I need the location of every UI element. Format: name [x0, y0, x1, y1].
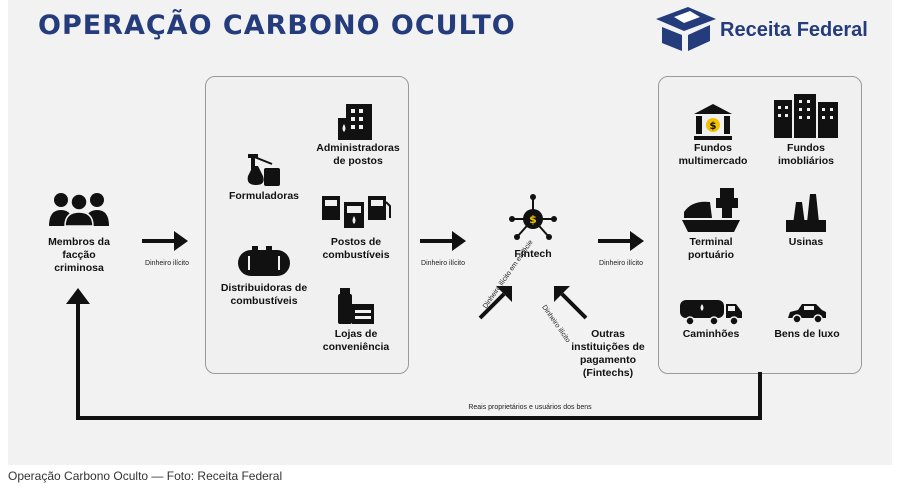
- receita-logo-mark-icon: [656, 7, 716, 51]
- bens-label: Bens de luxo: [774, 328, 840, 340]
- office-building-icon: [338, 104, 372, 140]
- svg-text:$: $: [529, 213, 537, 226]
- svg-text:$: $: [710, 121, 717, 132]
- logo-text: Receita Federal: [720, 19, 868, 41]
- return-arrowhead: [66, 288, 90, 304]
- convenience-store-icon: [338, 288, 374, 324]
- fintech-label: Fintech: [514, 248, 552, 260]
- arrow-outras-to-fintech: [560, 292, 588, 320]
- flow-label-1: Dinheiro ilícito: [145, 260, 189, 267]
- postos-label: Postos de combustíveis: [322, 236, 390, 261]
- bank-icon: $: [694, 104, 732, 140]
- luxury-car-icon: [788, 304, 826, 324]
- administradoras-label: Administradoras de postos: [316, 142, 400, 167]
- outras-label: Outras instituições de pagamento (Fintec…: [571, 328, 645, 379]
- fuel-tank-icon: [238, 246, 290, 276]
- arrow-especie-to-fintech: [478, 292, 506, 320]
- usinas-label: Usinas: [788, 236, 824, 248]
- image-caption: Operação Carbono Oculto — Foto: Receita …: [8, 469, 283, 483]
- caminhoes-label: Caminhões: [682, 328, 740, 340]
- formuladoras-label: Formuladoras: [228, 190, 299, 202]
- receita-federal-logo: Receita Federal: [648, 5, 878, 53]
- members-label: Membros da facção criminosa: [48, 236, 110, 274]
- return-path-label: Reais proprietários e usuários dos bens: [468, 404, 592, 411]
- lojas-label: Lojas de conveniência: [322, 328, 390, 353]
- people-group-icon: [49, 193, 109, 227]
- fundos-imob-label: Fundos imobliários: [777, 142, 834, 167]
- city-buildings-icon: [774, 94, 838, 138]
- flow-label-3: Dinheiro ilícito: [599, 260, 643, 267]
- flow-label-2: Dinheiro ilícito: [421, 260, 465, 267]
- return-path-line: [76, 300, 762, 420]
- lab-flask-icon: [247, 154, 280, 186]
- fintech-network-icon: $: [509, 194, 557, 240]
- distribuidoras-label: Distribuidoras de combustíveis: [220, 282, 308, 307]
- tanker-truck-icon: [680, 300, 742, 326]
- fundos-multi-label: Fundos multimercado: [678, 142, 748, 167]
- diagram-title: OPERAÇÃO CARBONO OCULTO: [38, 10, 516, 41]
- port-terminal-icon: [682, 188, 740, 232]
- fuel-pumps-icon: [322, 196, 391, 228]
- power-plant-icon: [786, 194, 826, 232]
- middle-panel: [205, 76, 409, 374]
- terminal-label: Terminal portuário: [687, 236, 735, 261]
